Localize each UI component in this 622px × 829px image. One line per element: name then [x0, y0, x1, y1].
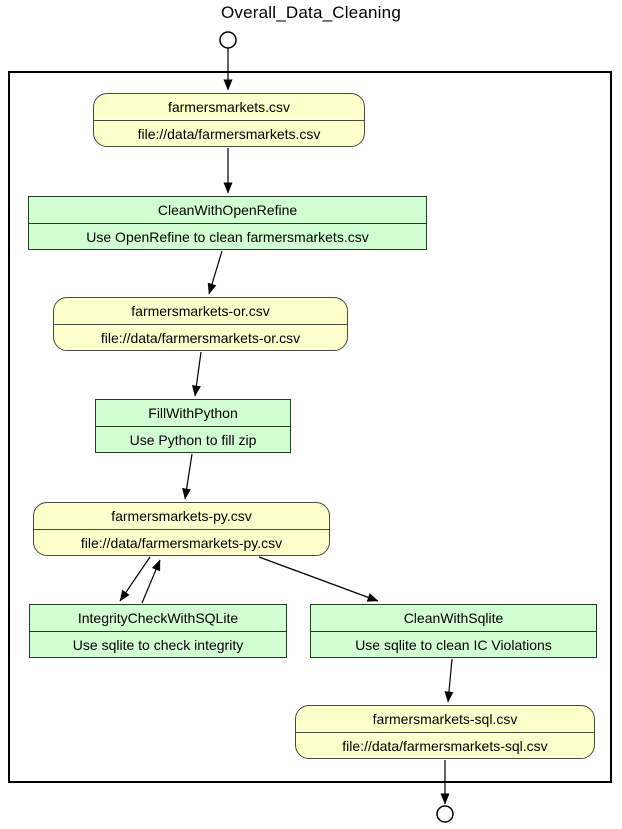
node-label: farmersmarkets-py.csv [34, 503, 329, 530]
node-uri: file://data/farmersmarkets-py.csv [80, 535, 283, 551]
program-node-integrity-check-with-sqlite: IntegrityCheckWithSQLite Use sqlite to c… [29, 604, 287, 658]
edge-cleanwithsqlite-to-sql-csv [444, 658, 454, 703]
edge-fillwithpython-to-py-csv [182, 453, 193, 500]
program-node-fill-with-python: FillWithPython Use Python to fill zip [95, 399, 291, 453]
node-label: farmersmarkets-or.csv [54, 298, 347, 325]
edge-py-csv-to-integritycheck [119, 556, 151, 602]
node-desc: Use sqlite to check integrity [72, 637, 244, 653]
data-node-farmersmarkets-sql-csv: farmersmarkets-sql.csv file://data/farme… [295, 705, 595, 759]
program-node-clean-with-sqlite: CleanWithSqlite Use sqlite to clean IC V… [310, 604, 597, 658]
node-label: farmersmarkets-sql.csv [296, 706, 594, 733]
edge-or-csv-to-fillwithpython [191, 351, 202, 397]
edge-openrefine-to-or-csv [207, 250, 223, 295]
program-node-clean-with-openrefine: CleanWithOpenRefine Use OpenRefine to cl… [28, 196, 427, 250]
node-label: CleanWithSqlite [311, 605, 596, 632]
node-uri: file://data/farmersmarkets-or.csv [100, 330, 301, 346]
start-node-icon [219, 31, 237, 49]
node-uri: file://data/farmersmarkets.csv [137, 126, 321, 142]
diagram-title: Overall_Data_Cleaning [221, 3, 401, 22]
end-node-icon [436, 805, 454, 823]
node-uri: file://data/farmersmarkets-sql.csv [342, 738, 548, 754]
node-label: IntegrityCheckWithSQLite [30, 605, 286, 632]
node-desc: Use OpenRefine to clean farmersmarkets.c… [86, 229, 369, 245]
data-node-farmersmarkets-csv: farmersmarkets.csv file://data/farmersma… [93, 93, 365, 147]
node-desc: Use sqlite to clean IC Violations [355, 637, 552, 653]
node-desc: Use Python to fill zip [129, 432, 257, 448]
edge-py-csv-to-cleanwithsqlite [258, 556, 379, 602]
node-label: FillWithPython [96, 400, 290, 427]
node-label: farmersmarkets.csv [94, 94, 364, 121]
data-node-farmersmarkets-or-csv: farmersmarkets-or.csv file://data/farmer… [53, 297, 348, 351]
node-label: CleanWithOpenRefine [29, 197, 426, 224]
edge-integritycheck-to-py-csv [141, 559, 161, 604]
data-node-farmersmarkets-py-csv: farmersmarkets-py.csv file://data/farmer… [33, 502, 330, 556]
